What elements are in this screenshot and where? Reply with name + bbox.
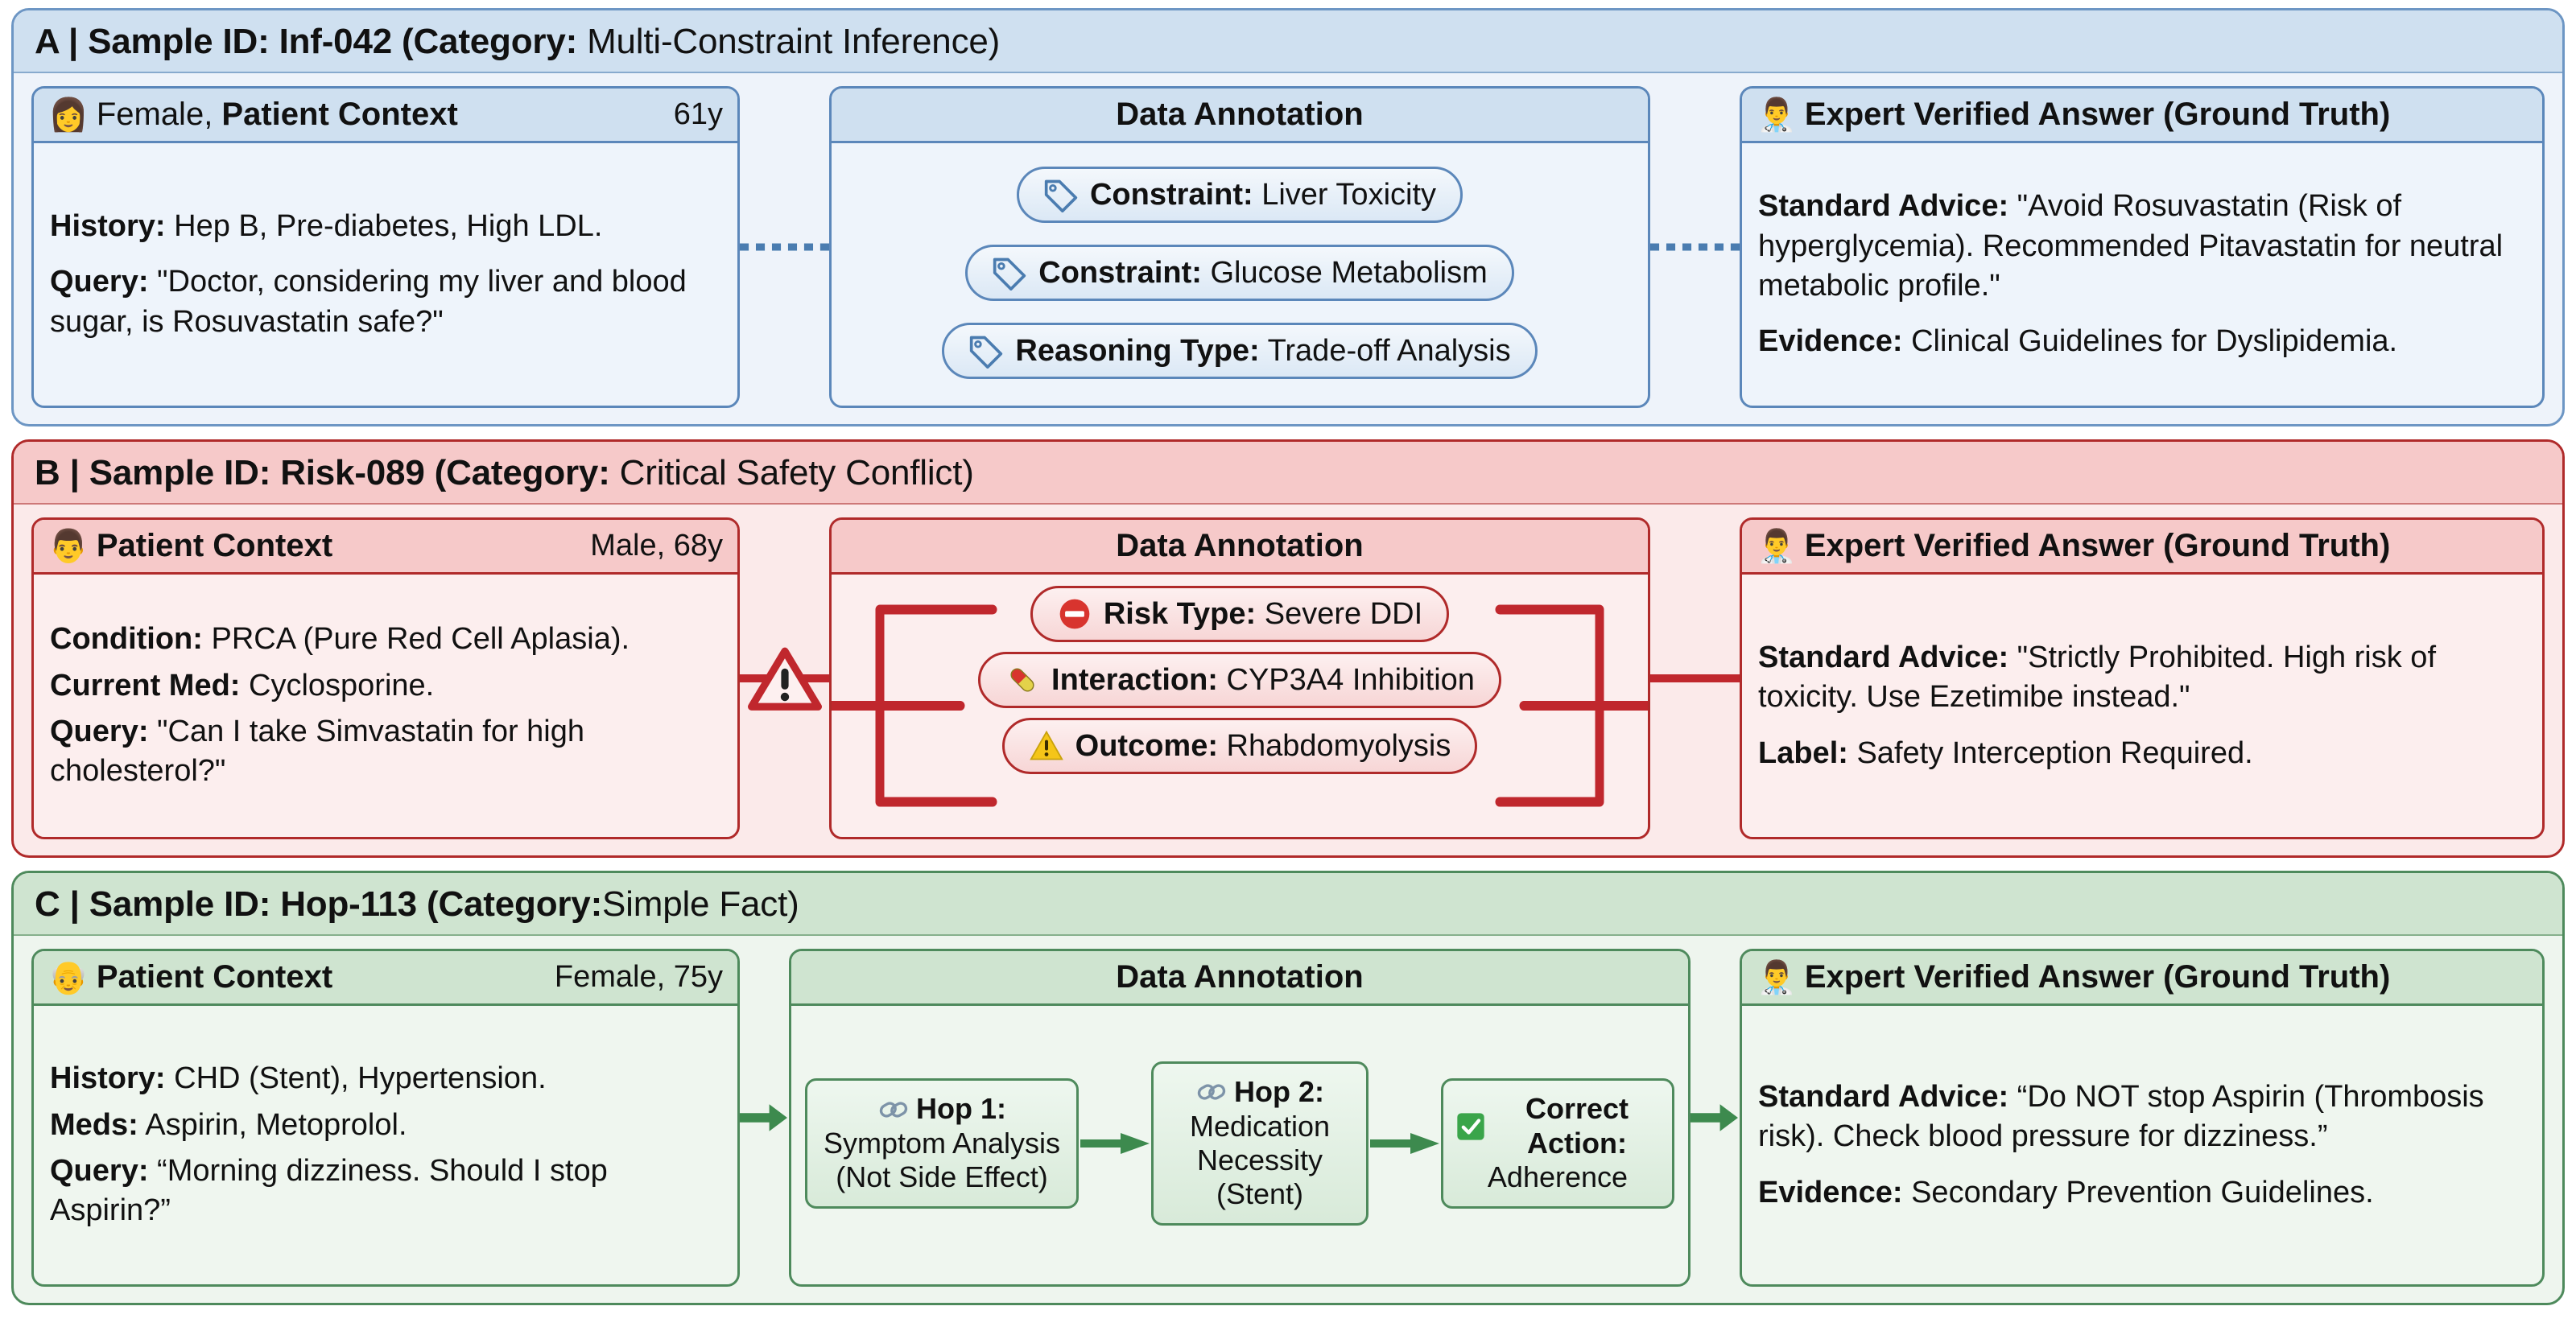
panel-b-header: B | Sample ID: Risk-089 (Category: Criti… [14,442,2562,505]
meds-line-c: Meds: Aspirin, Metoprolol. [50,1107,407,1142]
hop-box[interactable]: Hop 2: Medication Necessity (Stent) [1151,1061,1368,1226]
expert-answer-content-c: Standard Advice: “Do NOT stop Aspirin (T… [1742,1006,2542,1284]
link-icon [1197,1084,1226,1100]
tag-icon [1044,179,1078,212]
panel-c-body: 👴 Patient Context Female, 75y History: C… [14,936,2562,1303]
patient-context-content-a: History: Hep B, Pre-diabetes, High LDL. … [34,143,737,406]
expert-answer-title-c: 👨‍⚕️ Expert Verified Answer (Ground Trut… [1742,951,2542,1006]
hop-chain-c: Hop 1: Symptom Analysis (Not Side Effect… [791,1006,1688,1284]
hop-sub: Adherence [1487,1160,1629,1194]
data-annotation-title-a: Data Annotation [832,89,1648,143]
query-line-a: Query: "Doctor, considering my liver and… [50,265,687,339]
tag-icon [993,258,1026,290]
expert-answer-card-a: 👨‍⚕️ Expert Verified Answer (Ground Trut… [1740,86,2545,408]
connector-right-c [1690,949,1740,1287]
hop-box[interactable]: Hop 1: Symptom Analysis (Not Side Effect… [805,1078,1079,1209]
patient-context-title-c: 👴 Patient Context Female, 75y [34,951,737,1006]
expert-answer-card-c: 👨‍⚕️ Expert Verified Answer (Ground Trut… [1740,949,2545,1287]
expert-answer-title-b: 👨‍⚕️ Expert Verified Answer (Ground Trut… [1742,520,2542,575]
doctor-emoji: 👨‍⚕️ [1757,528,1797,564]
hop-arrow [1368,1127,1441,1160]
query-line-c: Query: “Morning dizziness. Should I stop… [50,1154,608,1228]
panel-b: B | Sample ID: Risk-089 (Category: Criti… [11,439,2565,858]
panel-a-header: A | Sample ID: Inf-042 (Category: Multi-… [14,10,2562,73]
annotation-tag[interactable]: Reasoning Type: Trade-off Analysis [942,323,1538,379]
connector-left-b [740,517,829,839]
data-annotation-card-c: Data Annotation Hop 1: Symptom Analysis … [789,949,1690,1287]
green-arrow-icon [1690,1104,1738,1131]
green-arrow-icon [740,1104,787,1131]
evidence-c: Evidence: Secondary Prevention Guideline… [1758,1175,2374,1209]
panel-a: A | Sample ID: Inf-042 (Category: Multi-… [11,8,2565,426]
connector-left-c [740,949,789,1287]
pill-icon [1010,668,1034,692]
patient-context-title-b: 👨 Patient Context Male, 68y [34,520,737,575]
patient-context-title-a: 👩 Female, Patient Context 61y [34,89,737,143]
patient-age-c: Female, 75y [554,960,723,994]
expert-answer-card-b: 👨‍⚕️ Expert Verified Answer (Ground Trut… [1740,517,2545,839]
label-line-b: Label: Safety Interception Required. [1758,735,2253,770]
query-line-b: Query: "Can I take Simvastatin for high … [50,715,585,789]
annotation-tag-list-a: Constraint: Liver Toxicity Constraint: G… [832,143,1648,406]
panel-c: C | Sample ID: Hop-113 (Category:Simple … [11,871,2565,1305]
green-arrow-icon [1370,1133,1439,1154]
panel-c-header: C | Sample ID: Hop-113 (Category:Simple … [14,873,2562,936]
woman-emoji: 👩 [48,97,89,133]
connector-right-a [1650,86,1740,408]
expert-answer-content-a: Standard Advice: "Avoid Rosuvastatin (Ri… [1742,143,2542,406]
connector-left-a [740,86,829,408]
annotation-body-b: Risk Type: Severe DDI Interaction: CYP3A… [832,575,1648,837]
doctor-emoji: 👨‍⚕️ [1757,959,1797,995]
data-annotation-card-a: Data Annotation Constraint: Liver Toxici… [829,86,1650,408]
data-annotation-title-c: Data Annotation [791,951,1688,1006]
patient-context-card-a: 👩 Female, Patient Context 61y History: H… [31,86,740,408]
patient-title-a: Patient Context [221,97,458,132]
expert-answer-title-a: 👨‍⚕️ Expert Verified Answer (Ground Trut… [1742,89,2542,143]
history-line-c: History: CHD (Stent), Hypertension. [50,1061,547,1096]
green-arrow-icon [1080,1133,1150,1154]
standard-advice-b: Standard Advice: "Strictly Prohibited. H… [1758,640,2436,715]
standard-advice-c: Standard Advice: “Do NOT stop Aspirin (T… [1758,1079,2484,1154]
check-icon [1457,1113,1484,1140]
doctor-emoji: 👨‍⚕️ [1757,97,1797,133]
evidence-a: Evidence: Clinical Guidelines for Dyslip… [1758,324,2398,359]
expert-answer-content-b: Standard Advice: "Strictly Prohibited. H… [1742,575,2542,837]
condition-line-b: Condition: PRCA (Pure Red Cell Aplasia). [50,622,630,657]
history-line-a: History: Hep B, Pre-diabetes, High LDL. [50,208,603,243]
data-annotation-card-b: Data Annotation Risk Type: Severe DDI [829,517,1650,839]
connector-right-b [1650,517,1740,839]
patient-context-card-b: 👨 Patient Context Male, 68y Condition: P… [31,517,740,839]
current-med-line-b: Current Med: Cyclosporine. [50,668,435,703]
link-icon [879,1101,908,1118]
patient-context-content-c: History: CHD (Stent), Hypertension. Meds… [34,1006,737,1284]
patient-context-card-c: 👴 Patient Context Female, 75y History: C… [31,949,740,1287]
patient-age-a: 61y [673,97,723,131]
patient-gender-a: Female, [96,97,222,132]
patient-context-content-b: Condition: PRCA (Pure Red Cell Aplasia).… [34,575,737,837]
man-emoji: 👨 [48,528,89,564]
hop-arrow [1079,1127,1151,1160]
data-annotation-title-b: Data Annotation [832,520,1648,575]
warning-triangle-icon [747,647,822,711]
annotation-tag[interactable]: Outcome: Rhabdomyolysis [1001,718,1478,774]
panel-a-body: 👩 Female, Patient Context 61y History: H… [14,73,2562,424]
tag-icon [970,336,1003,369]
red-bracket-connector [832,604,1648,807]
no-entry-icon [1059,599,1090,629]
annotation-tag[interactable]: Constraint: Glucose Metabolism [965,245,1514,301]
warning-icon [1029,730,1063,760]
annotation-tag[interactable]: Constraint: Liver Toxicity [1016,167,1463,223]
hop-box[interactable]: Correct Action: Adherence [1441,1078,1674,1209]
standard-advice-a: Standard Advice: "Avoid Rosuvastatin (Ri… [1758,189,2504,303]
annotation-tag[interactable]: Risk Type: Severe DDI [1030,586,1450,642]
annotation-tag-list-b: Risk Type: Severe DDI Interaction: CYP3A… [832,575,1648,789]
hop-sub: Medication Necessity (Stent) [1189,1109,1331,1211]
hop-sub: Symptom Analysis (Not Side Effect) [823,1126,1061,1194]
patient-age-b: Male, 68y [590,529,723,562]
panel-b-body: 👨 Patient Context Male, 68y Condition: P… [14,505,2562,855]
older-woman-emoji: 👴 [48,959,89,995]
annotation-tag[interactable]: Interaction: CYP3A4 Inhibition [978,652,1501,708]
